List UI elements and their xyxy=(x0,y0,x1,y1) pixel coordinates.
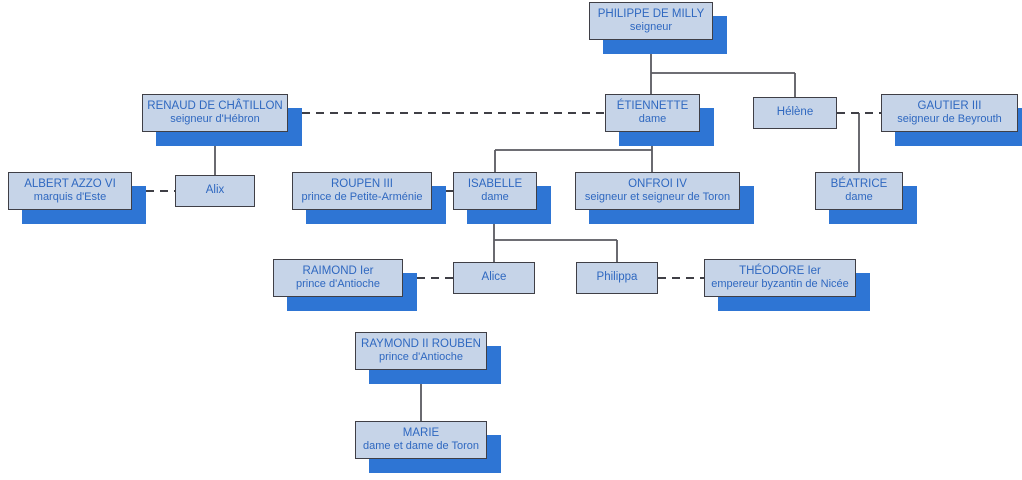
person-name: ROUPEN III xyxy=(331,177,393,190)
person-node-alix[interactable]: Alix xyxy=(175,175,255,207)
person-title: prince d'Antioche xyxy=(378,351,464,364)
person-title: dame xyxy=(845,191,873,204)
person-title: seigneur et seigneur de Toron xyxy=(584,191,731,204)
person-title: marquis d'Este xyxy=(33,191,107,204)
person-title: prince d'Antioche xyxy=(295,278,381,291)
person-name: RAIMOND Ier xyxy=(302,264,374,277)
person-title: empereur byzantin de Nicée xyxy=(711,278,849,291)
person-title: seigneur d'Hébron xyxy=(170,113,260,126)
person-name: Alix xyxy=(205,184,225,197)
person-name: ISABELLE xyxy=(467,177,523,190)
person-name: RENAUD DE CHÂTILLON xyxy=(147,99,283,112)
person-title: dame xyxy=(481,191,509,204)
person-name: THÉODORE Ier xyxy=(739,264,821,277)
person-name: Philippa xyxy=(596,271,638,284)
person-title: seigneur xyxy=(629,21,673,34)
person-name: BÉATRICE xyxy=(830,177,888,190)
person-name: PHILIPPE DE MILLY xyxy=(597,7,705,20)
person-name: Alice xyxy=(481,271,507,284)
person-node-helene[interactable]: Hélène xyxy=(753,97,837,129)
person-node-alice[interactable]: Alice xyxy=(453,262,535,294)
person-name: MARIE xyxy=(402,426,440,439)
person-name: ÉTIENNETTE xyxy=(616,99,689,112)
person-title: seigneur de Beyrouth xyxy=(897,113,1002,126)
person-node-philippa[interactable]: Philippa xyxy=(576,262,658,294)
person-name: GAUTIER III xyxy=(917,99,982,112)
person-title: prince de Petite-Arménie xyxy=(301,191,423,204)
person-title: dame xyxy=(638,113,667,126)
person-name: ALBERT AZZO VI xyxy=(24,177,116,190)
person-name: ONFROI IV xyxy=(628,177,687,190)
person-name: Hélène xyxy=(776,106,814,119)
person-name: RAYMOND II ROUBEN xyxy=(361,337,481,350)
person-title: dame et dame de Toron xyxy=(363,440,479,453)
